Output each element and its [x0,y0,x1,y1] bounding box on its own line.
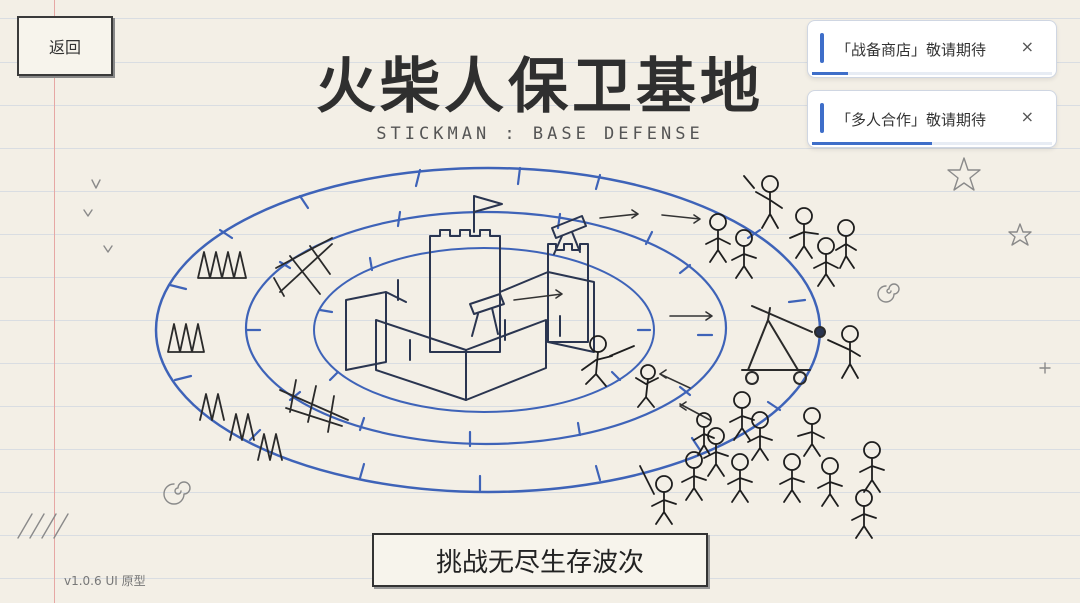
notification-coop-coming-soon: 「多人合作」敬请期待 × [807,90,1057,148]
catapult-drawing [741,305,826,385]
close-icon[interactable]: × [1020,37,1034,56]
notification-timer-track [812,72,1052,75]
stickman-army [581,175,885,539]
notification-message: 「多人合作」敬请期待 [836,111,987,129]
game-subtitle: STICKMAN : BASE DEFENSE [376,124,704,144]
close-icon[interactable]: × [1020,107,1034,126]
margin-doodles [17,157,1051,539]
margin-line [54,0,55,603]
back-button[interactable]: 返回 [17,16,113,76]
notification-timer-bar [812,142,932,145]
inner-defense-ring [313,247,655,413]
version-label: v1.0.6 UI 原型 [64,574,146,588]
notification-accent-bar [820,103,824,133]
game-title: 火柴人保卫基地 [316,52,764,122]
notification-timer-track [812,142,1052,145]
notification-timer-bar [812,72,848,75]
projectile-arrows [513,209,713,421]
castle-drawing [345,195,595,401]
ring-tick-marks [168,166,807,492]
barricades-and-spikes [167,237,349,461]
start-endless-survival-button[interactable]: 挑战无尽生存波次 [372,533,708,587]
notification-message: 「战备商店」敬请期待 [836,41,987,59]
notification-accent-bar [820,33,824,63]
notification-shop-coming-soon: 「战备商店」敬请期待 × [807,20,1057,78]
middle-defense-ring [244,210,728,446]
